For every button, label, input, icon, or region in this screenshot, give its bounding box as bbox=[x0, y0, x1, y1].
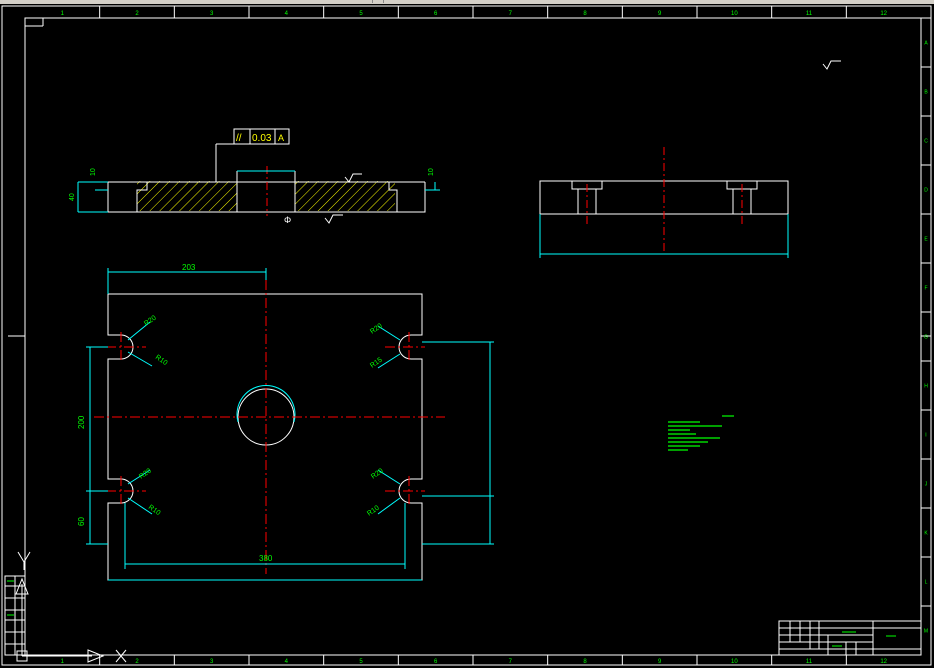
tolerance-value: 0.03 bbox=[252, 133, 272, 144]
plan-view: 203 200 60 380 R20 R10 R20 R15 R20 R10 R… bbox=[77, 263, 494, 581]
zone-letter-right: B bbox=[924, 90, 928, 96]
zone-number-bottom: 10 bbox=[731, 659, 738, 665]
zone-number-top: 2 bbox=[135, 11, 139, 17]
slot-label: R10 bbox=[366, 504, 381, 517]
zone-number-top: 1 bbox=[61, 11, 65, 17]
zone-number-top: 11 bbox=[806, 11, 813, 17]
border-zone-marks: 112233445566778899101011111212ABCDEFGHIJ… bbox=[61, 6, 931, 665]
dim-step-left-label: 10 bbox=[90, 168, 97, 176]
slot-label: R20 bbox=[138, 467, 153, 480]
dim-200-label: 200 bbox=[77, 415, 86, 429]
tolerance-datum: A bbox=[278, 133, 284, 143]
surface-finish-mark bbox=[324, 60, 841, 224]
slot-label: R10 bbox=[147, 504, 162, 517]
slot-label: R20 bbox=[143, 314, 158, 327]
outer-border bbox=[1, 5, 932, 666]
slot-label: R20 bbox=[369, 322, 384, 335]
zone-letter-right: K bbox=[924, 531, 928, 537]
section-outline bbox=[107, 182, 426, 213]
zone-letter-right: L bbox=[925, 580, 928, 586]
inner-border bbox=[24, 17, 922, 656]
zone-letter-right: M bbox=[924, 629, 928, 635]
zone-letter-right: A bbox=[924, 41, 928, 47]
zone-number-top: 4 bbox=[285, 11, 289, 17]
zone-number-top: 10 bbox=[731, 11, 738, 17]
plate-outline bbox=[107, 293, 423, 581]
zone-letter-right: G bbox=[924, 335, 928, 341]
zone-number-top: 6 bbox=[434, 11, 438, 17]
section-view: // 0.03 A 40 10 10 Φ bbox=[69, 60, 841, 225]
zone-letter-right: H bbox=[924, 384, 928, 390]
zone-letter-right: I bbox=[925, 433, 926, 439]
zone-number-bottom: 4 bbox=[285, 659, 289, 665]
dim-203-label: 203 bbox=[182, 263, 196, 272]
zone-number-top: 3 bbox=[210, 11, 214, 17]
splitter-grip[interactable] bbox=[372, 0, 384, 3]
zone-number-bottom: 5 bbox=[359, 659, 363, 665]
title-block bbox=[778, 620, 922, 656]
zone-number-top: 9 bbox=[658, 11, 662, 17]
hatched-region-right bbox=[295, 181, 395, 211]
hatched-region-left bbox=[137, 181, 237, 211]
dim-step-right-label: 10 bbox=[428, 168, 435, 176]
zone-number-bottom: 12 bbox=[880, 659, 887, 665]
section-step-right bbox=[388, 181, 425, 212]
zone-number-top: 7 bbox=[509, 11, 513, 17]
zone-number-bottom: 9 bbox=[658, 659, 662, 665]
zone-letter-right: F bbox=[924, 286, 927, 292]
technical-notes-block bbox=[668, 415, 734, 451]
zone-number-bottom: 7 bbox=[509, 659, 513, 665]
zone-number-bottom: 6 bbox=[434, 659, 438, 665]
dim-380-label: 380 bbox=[259, 554, 273, 563]
slot-label: R15 bbox=[369, 356, 384, 369]
zone-number-top: 8 bbox=[583, 11, 587, 17]
dim-60-label: 60 bbox=[77, 517, 86, 526]
slot-label: R10 bbox=[154, 354, 169, 367]
zone-number-bottom: 11 bbox=[806, 659, 813, 665]
window-top-edge bbox=[0, 0, 934, 4]
zone-letter-right: D bbox=[924, 188, 928, 194]
zone-number-bottom: 2 bbox=[135, 659, 139, 665]
tolerance-symbol: // bbox=[236, 133, 242, 144]
cad-drawing-canvas[interactable]: 112233445566778899101011111212ABCDEFGHIJ… bbox=[0, 4, 934, 668]
drawing-frame bbox=[1, 5, 932, 666]
section-step-left bbox=[108, 181, 148, 212]
zone-number-bottom: 1 bbox=[61, 659, 65, 665]
zone-number-top: 5 bbox=[359, 11, 363, 17]
side-view bbox=[539, 147, 789, 258]
zone-number-top: 12 bbox=[880, 11, 887, 17]
dim-height-label: 40 bbox=[69, 193, 76, 201]
zone-number-bottom: 8 bbox=[583, 659, 587, 665]
slot-label: R20 bbox=[370, 467, 385, 480]
zone-letter-right: E bbox=[924, 237, 928, 243]
diameter-symbol: Φ bbox=[284, 215, 291, 225]
tolerance-frame bbox=[233, 128, 290, 145]
ucs-icon bbox=[15, 551, 127, 663]
zone-letter-right: J bbox=[925, 482, 928, 488]
zone-number-bottom: 3 bbox=[210, 659, 214, 665]
zone-letter-right: C bbox=[924, 139, 928, 145]
